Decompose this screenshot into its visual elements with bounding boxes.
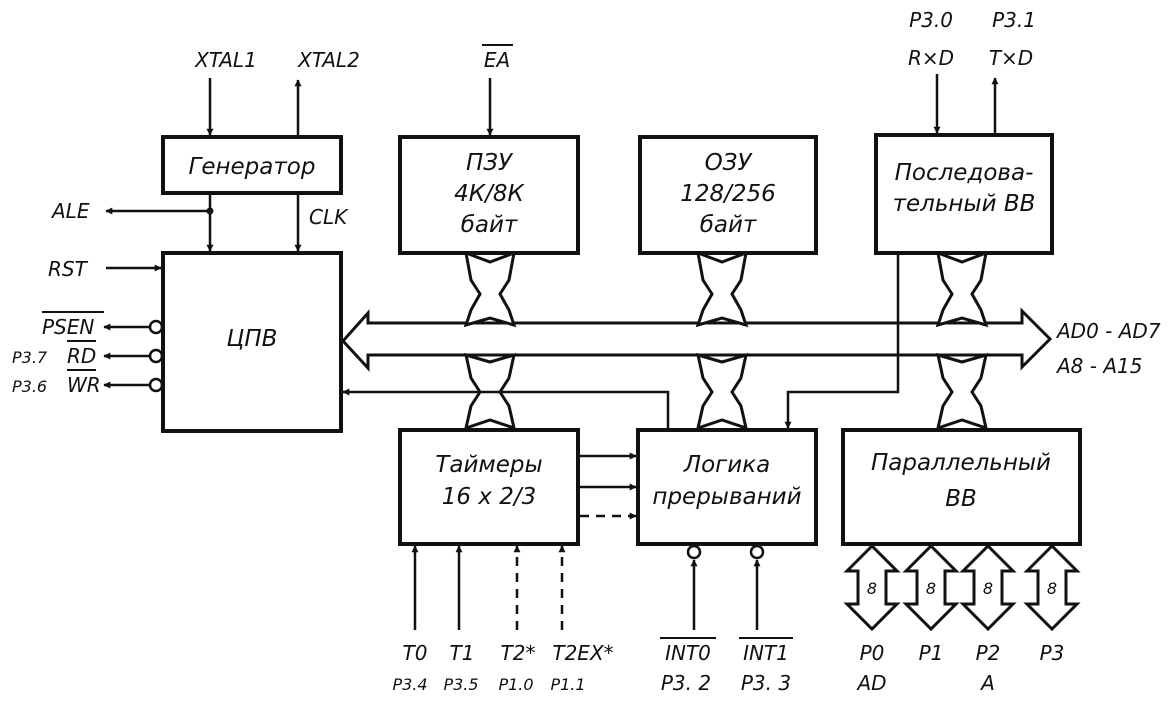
rxd-label: R×D (908, 46, 954, 70)
port-p1-width: 8 (926, 579, 936, 598)
psen-label: PSEN (42, 315, 94, 339)
generator-block: Генератор (161, 135, 343, 195)
address-bus-low-label: AD0 - AD7 (1055, 319, 1161, 343)
int0-pin-label: P3. 2 (661, 671, 711, 695)
timers-block: Таймеры 16 x 2/3 (398, 428, 580, 546)
bus-connector-rom (463, 250, 517, 328)
interrupt-logic-block: Логика прерываний (636, 428, 818, 546)
port-p2-role: A (979, 671, 995, 695)
rd-pin-label: P3.7 (12, 348, 48, 367)
ale-label: ALE (50, 199, 90, 223)
serial-label-line1: Последова- (895, 160, 1034, 186)
bus-connector-interrupt (695, 352, 749, 431)
int1-pin-label: P3. 3 (741, 671, 791, 695)
int1-inversion-bubble (749, 544, 765, 560)
timers-label-line1: Таймеры (435, 452, 542, 478)
bus-connector-ram (695, 250, 749, 328)
rst-label: RST (48, 257, 89, 281)
xtal1-label: XTAL1 (194, 48, 257, 72)
t0-label: T0 (403, 641, 428, 665)
internal-bus (340, 307, 1053, 372)
parallel-label-line2: ВВ (945, 486, 977, 512)
ram-label-line1: ОЗУ (705, 150, 754, 176)
port-p3-bus: 8 (1023, 543, 1081, 632)
wr-inversion-bubble (148, 377, 164, 393)
ram-block: ОЗУ 128/256 байт (638, 135, 818, 255)
wr-pin-label: P3.6 (12, 377, 47, 396)
parallel-io-block: Параллельный ВВ (841, 428, 1082, 546)
t1-pin-label: P3.5 (443, 675, 478, 694)
rd-inversion-bubble (148, 348, 164, 364)
timers-label-line2: 16 x 2/3 (442, 484, 537, 510)
txd-pin-label: P3.1 (992, 8, 1036, 32)
port-p3-width: 8 (1047, 579, 1057, 598)
ram-label-line3: байт (700, 212, 757, 238)
port-p2-width: 8 (983, 579, 993, 598)
rom-label-line3: байт (461, 212, 518, 238)
clk-label: CLK (309, 205, 349, 229)
t2-label: T2* (501, 641, 536, 665)
psen-inversion-bubble (148, 319, 164, 335)
rd-label: RD (67, 344, 96, 368)
wr-label: WR (67, 373, 101, 397)
cpu-label: ЦПВ (227, 326, 278, 352)
ea-label: EA (484, 48, 510, 72)
t2-pin-label: P1.0 (498, 675, 533, 694)
rom-label-line2: 4К/8К (454, 181, 525, 207)
port-p0-role: AD (855, 671, 886, 695)
ram-label-line2: 128/256 (680, 181, 776, 207)
int0-inversion-bubble (686, 544, 702, 560)
serial-io-block: Последова- тельный ВВ (874, 133, 1054, 255)
rxd-pin-label: P3.0 (909, 8, 953, 32)
port-p0-bus: 8 (843, 543, 901, 632)
serial-interrupt-request-line (784, 253, 900, 429)
generator-label: Генератор (189, 154, 316, 180)
int0-label: INT0 (665, 641, 711, 665)
bus-connector-parallel (935, 352, 989, 431)
serial-label-line2: тельный ВВ (893, 191, 1036, 217)
t2ex-label: T2EX* (552, 641, 613, 665)
port-p1-bus: 8 (902, 543, 960, 632)
t2ex-pin-label: P1.1 (550, 675, 585, 694)
cpu-block: ЦПВ (161, 251, 343, 433)
rom-label-line1: ПЗУ (466, 150, 514, 176)
txd-label: T×D (989, 46, 1033, 70)
xtal2-label: XTAL2 (297, 48, 360, 72)
interrupt-label-line2: прерываний (652, 484, 801, 510)
port-p2-label: P2 (976, 641, 1001, 665)
port-p3-label: P3 (1040, 641, 1065, 665)
t0-pin-label: P3.4 (392, 675, 427, 694)
bus-connector-serial (935, 250, 989, 328)
port-p0-label: P0 (860, 641, 885, 665)
port-p1-label: P1 (919, 641, 944, 665)
interrupt-to-cpu-line (342, 388, 670, 430)
int1-label: INT1 (743, 641, 789, 665)
t1-label: T1 (450, 641, 475, 665)
parallel-label-line1: Параллельный (871, 450, 1051, 476)
port-p2-bus: 8 (959, 543, 1017, 632)
interrupt-label-line1: Логика (683, 452, 770, 478)
rom-block: ПЗУ 4К/8К байт (398, 135, 580, 255)
port-p0-width: 8 (867, 579, 877, 598)
address-bus-high-label: A8 - A15 (1055, 354, 1142, 378)
